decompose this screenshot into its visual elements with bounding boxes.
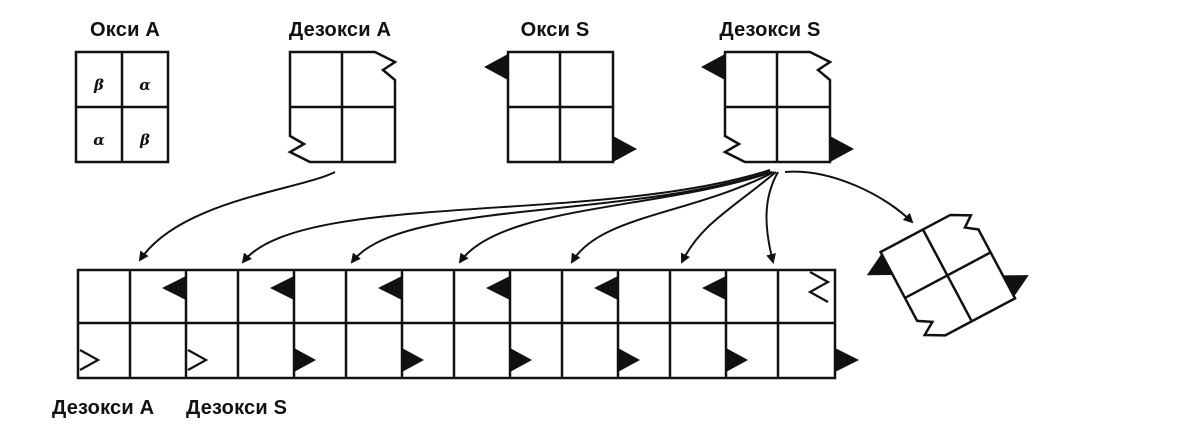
curved-arrow-icon xyxy=(458,171,773,264)
tetramer-deoxy-s-rotated xyxy=(866,213,1029,337)
curved-arrow-icon xyxy=(784,170,914,224)
sticky-patch-triangle-icon xyxy=(510,348,532,372)
sticky-patch-triangle-icon xyxy=(486,276,510,300)
sticky-patch-triangle-icon xyxy=(830,136,854,162)
subunit-beta-bottom-right: β xyxy=(139,131,150,149)
sticky-patch-triangle-icon xyxy=(594,276,618,300)
sticky-patch-triangle-icon xyxy=(618,348,640,372)
sticky-patch-triangle-icon xyxy=(402,348,424,372)
sticky-patch-triangle-icon xyxy=(866,253,893,276)
tetramer-oxy-a xyxy=(74,50,170,164)
polymer-fiber xyxy=(76,268,859,380)
label-oxy-a: Окси А xyxy=(90,19,160,41)
label-polymer-deoxy-a: Дезокси А xyxy=(52,397,155,419)
label-polymer-deoxy-s: Дезокси S xyxy=(186,397,288,419)
sticky-patch-triangle-icon xyxy=(702,276,726,300)
sticky-patch-triangle-icon xyxy=(378,276,402,300)
sticky-patch-triangle-icon xyxy=(270,276,294,300)
curved-arrow-icon xyxy=(350,171,771,264)
sticky-patch-triangle-icon xyxy=(613,136,637,162)
sticky-patch-triangle-icon xyxy=(162,276,186,300)
sticky-patch-triangle-icon xyxy=(294,348,316,372)
subunit-alpha-top-right: α xyxy=(139,76,151,94)
complementary-notch-icon xyxy=(187,349,209,371)
sticky-patch-triangle-icon xyxy=(835,348,859,372)
complementary-notch-icon xyxy=(79,349,101,371)
curved-arrow-icon xyxy=(570,171,775,264)
label-deoxy-s: Дезокси S xyxy=(719,19,821,41)
complementary-notch-icon xyxy=(807,271,831,303)
subunit-alpha-bottom-left: α xyxy=(93,131,105,149)
curved-arrow-icon xyxy=(765,171,779,264)
polymerization-arrows xyxy=(138,169,914,264)
tetramer-deoxy-s xyxy=(701,50,854,164)
sticky-patch-triangle-icon xyxy=(1002,275,1029,297)
tetramer-deoxy-a xyxy=(287,50,398,164)
label-deoxy-a: Дезокси А xyxy=(288,19,392,41)
tetramer-oxy-s xyxy=(484,50,637,164)
sticky-patch-triangle-icon xyxy=(701,54,725,80)
subunit-beta-top-left: β xyxy=(93,76,104,94)
curved-arrow-icon xyxy=(138,171,336,262)
curved-arrow-icon xyxy=(241,169,771,264)
sticky-patch-triangle-icon xyxy=(484,54,508,80)
curved-arrow-icon xyxy=(681,171,777,264)
sticky-patch-triangle-icon xyxy=(726,348,748,372)
label-oxy-s: Окси S xyxy=(520,19,590,41)
